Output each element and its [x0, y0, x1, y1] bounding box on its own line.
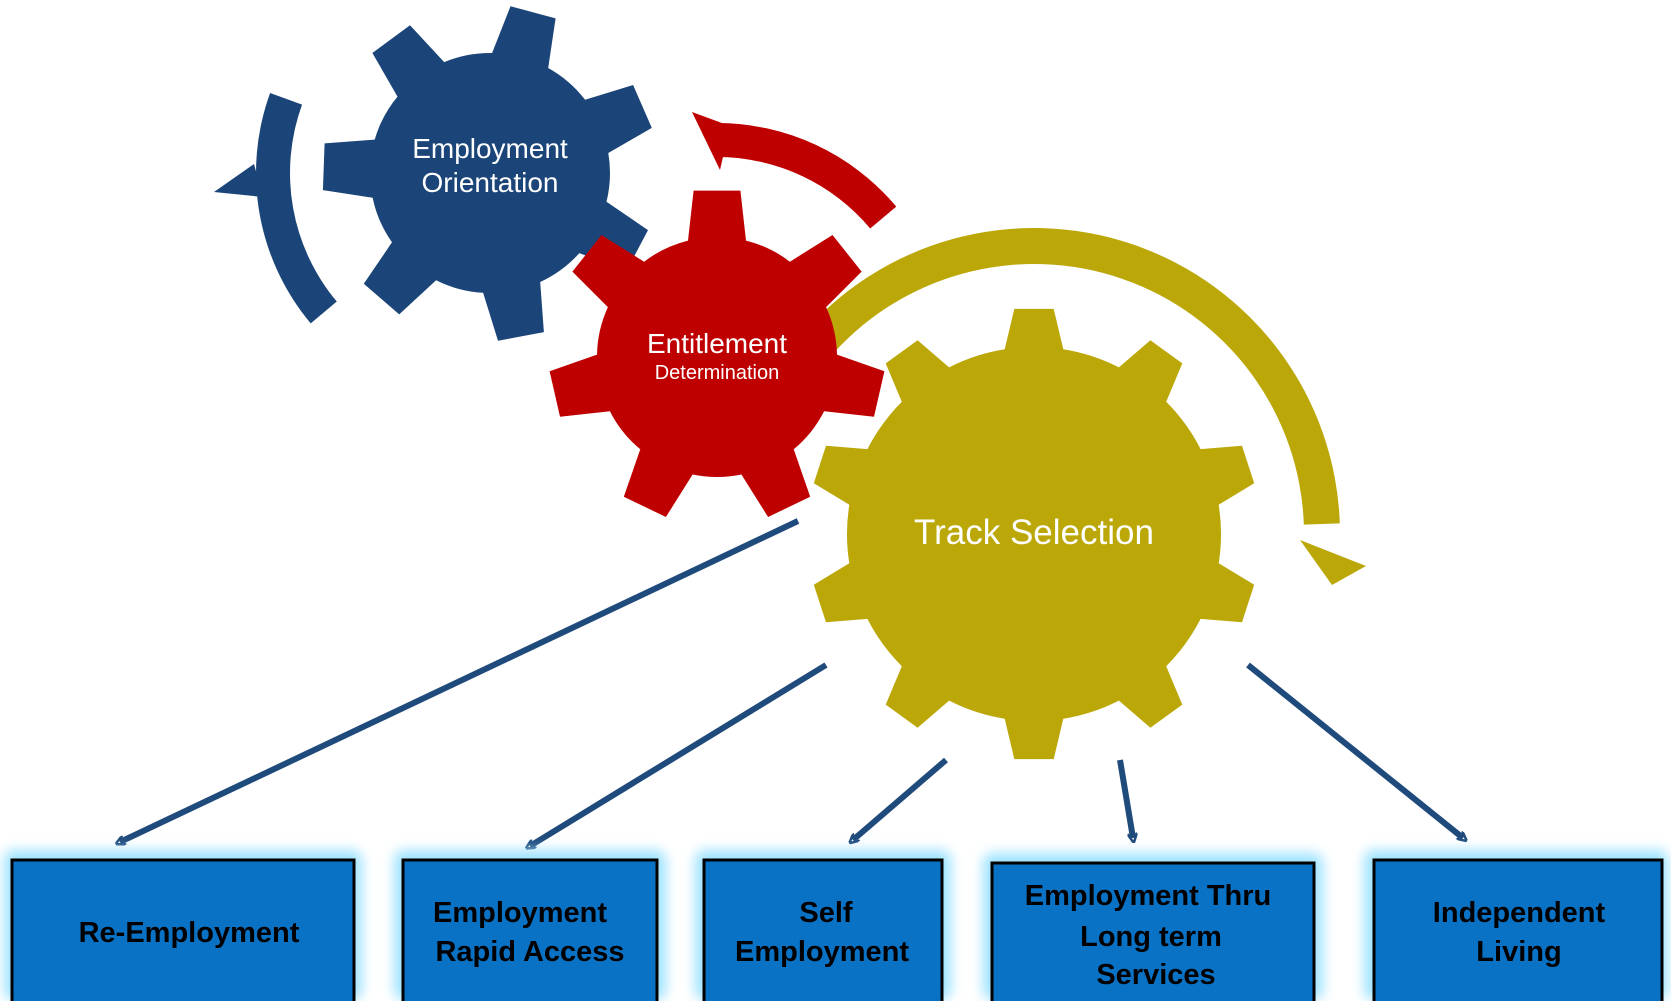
connector-self-employment: [853, 757, 948, 840]
box-body: [702, 858, 944, 1001]
track-label-rapid-access-line1: Employment: [433, 897, 607, 929]
box-body: [10, 858, 356, 1001]
box-body: [990, 861, 1316, 1001]
track-box-rapid-access: Employment Rapid Access: [394, 850, 666, 1001]
track-label-self-employment-line2: Employment: [735, 936, 909, 968]
track-box-self-employment: Self Employment: [695, 850, 951, 1001]
blue-cycle-arrowhead: [214, 164, 263, 197]
track-box-re-employment: Re-Employment: [4, 850, 362, 1001]
red-cycle-arrowhead: [692, 112, 730, 170]
track-label-long-term-line2: Long term: [1080, 921, 1222, 953]
gear-orientation-line2: Orientation: [422, 167, 559, 198]
track-label-self-employment-line1: Self: [799, 897, 853, 929]
gear-entitlement-line2: Determination: [655, 362, 780, 384]
red-gear-shape: [549, 190, 885, 517]
track-boxes: Re-Employment Employment Rapid Access Se…: [4, 850, 1668, 1001]
track-box-long-term-services: Employment Thru Long term Services: [983, 853, 1323, 1001]
track-label-independent-line2: Living: [1476, 936, 1561, 968]
gear-entitlement-determination: Entitlement Determination: [549, 190, 885, 517]
red-cycle-arrow: [717, 123, 897, 229]
gear-track-label: Track Selection: [914, 513, 1154, 552]
gold-cycle-arrowhead: [1300, 540, 1366, 585]
connector-long-term: [1117, 759, 1133, 838]
track-label-independent-line1: Independent: [1433, 897, 1606, 929]
connector-rapid-access: [530, 662, 828, 846]
connector-independent-living: [1246, 662, 1463, 838]
gear-entitlement-line1: Entitlement: [647, 328, 787, 359]
connector-re-employment: [120, 518, 800, 842]
track-label-rapid-access-line2: Rapid Access: [435, 936, 624, 968]
gold-gear-shape: [813, 308, 1255, 760]
track-box-independent-living: Independent Living: [1364, 850, 1668, 1001]
cycle-arrows: [214, 92, 1366, 585]
gear-orientation-line1: Employment: [412, 133, 568, 164]
gold-cycle-arrow: [799, 228, 1340, 525]
track-label-long-term-line1: Employment Thru: [1025, 880, 1272, 912]
blue-cycle-arrow: [256, 92, 337, 324]
blue-gear-shape: [322, 6, 652, 341]
track-label-re-employment: Re-Employment: [79, 917, 300, 949]
box-body: [401, 858, 659, 1001]
box-body: [1372, 858, 1664, 1001]
track-label-long-term-line3: Services: [1096, 959, 1215, 991]
gear-employment-orientation: Employment Orientation: [322, 6, 652, 341]
track-connectors: [120, 518, 1463, 846]
gear-track-selection: Track Selection: [813, 308, 1255, 760]
